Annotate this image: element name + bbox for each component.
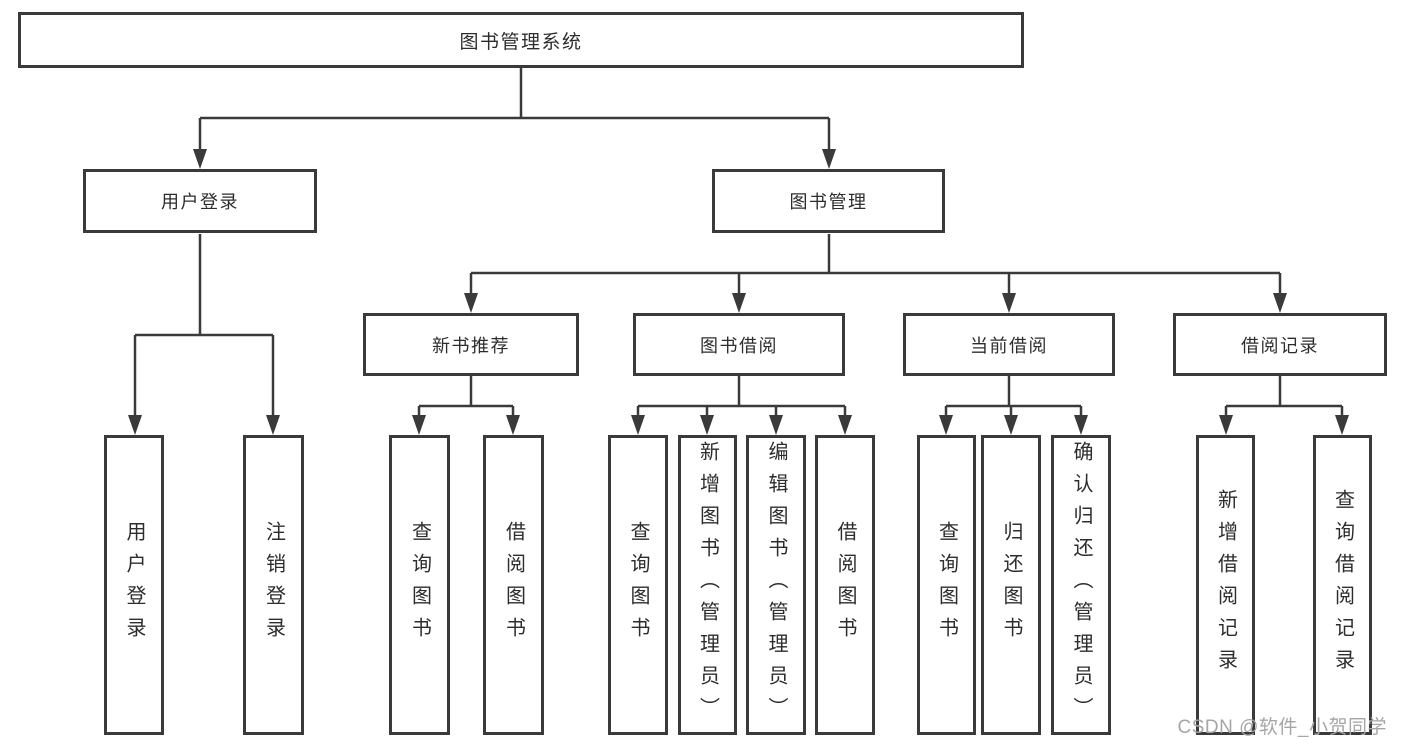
leaf-query-borrow-record: 查询借阅记录 <box>1313 435 1372 735</box>
leaf-query-books-current: 查询图书 <box>917 435 976 735</box>
leaf-edit-books-admin: 编辑图书（管理员） <box>746 435 806 735</box>
node-book-borrow: 图书借阅 <box>633 313 845 376</box>
leaf-logout-login: 注销登录 <box>243 435 304 735</box>
leaf-query-books-recommend: 查询图书 <box>389 435 450 735</box>
leaf-confirm-return-admin: 确认归还（管理员） <box>1051 435 1111 735</box>
arrowhead <box>464 293 478 313</box>
arrowhead <box>769 415 783 435</box>
arrowhead <box>700 415 714 435</box>
leaf-user-login: 用户登录 <box>104 435 164 735</box>
arrowhead <box>266 415 280 435</box>
arrowhead <box>412 415 426 435</box>
node-borrow-records: 借阅记录 <box>1173 313 1387 376</box>
arrowhead <box>1219 415 1233 435</box>
arrowhead <box>1273 293 1287 313</box>
arrowhead <box>1074 415 1088 435</box>
leaf-borrow-books: 借阅图书 <box>815 435 875 735</box>
leaf-borrow-books-recommend: 借阅图书 <box>483 435 544 735</box>
leaf-add-borrow-record: 新增借阅记录 <box>1196 435 1255 735</box>
arrowhead <box>1335 415 1349 435</box>
arrowhead <box>128 415 142 435</box>
arrowhead <box>838 415 852 435</box>
arrowhead <box>939 415 953 435</box>
arrowhead <box>822 149 836 169</box>
node-book-management: 图书管理 <box>712 169 945 233</box>
csdn-watermark: CSDN @软件_小贺同学 <box>1177 717 1387 738</box>
node-library-management-system: 图书管理系统 <box>18 12 1024 68</box>
arrowhead <box>1004 415 1018 435</box>
arrowhead <box>193 149 207 169</box>
leaf-return-books: 归还图书 <box>981 435 1041 735</box>
node-current-borrow: 当前借阅 <box>903 313 1115 376</box>
node-user-login: 用户登录 <box>83 169 317 233</box>
node-new-book-recommend: 新书推荐 <box>363 313 579 376</box>
arrowhead <box>506 415 520 435</box>
leaf-query-books-borrow: 查询图书 <box>608 435 668 735</box>
arrowhead <box>732 293 746 313</box>
arrowhead <box>1002 293 1016 313</box>
leaf-add-books-admin: 新增图书（管理员） <box>678 435 737 735</box>
arrowhead <box>631 415 645 435</box>
